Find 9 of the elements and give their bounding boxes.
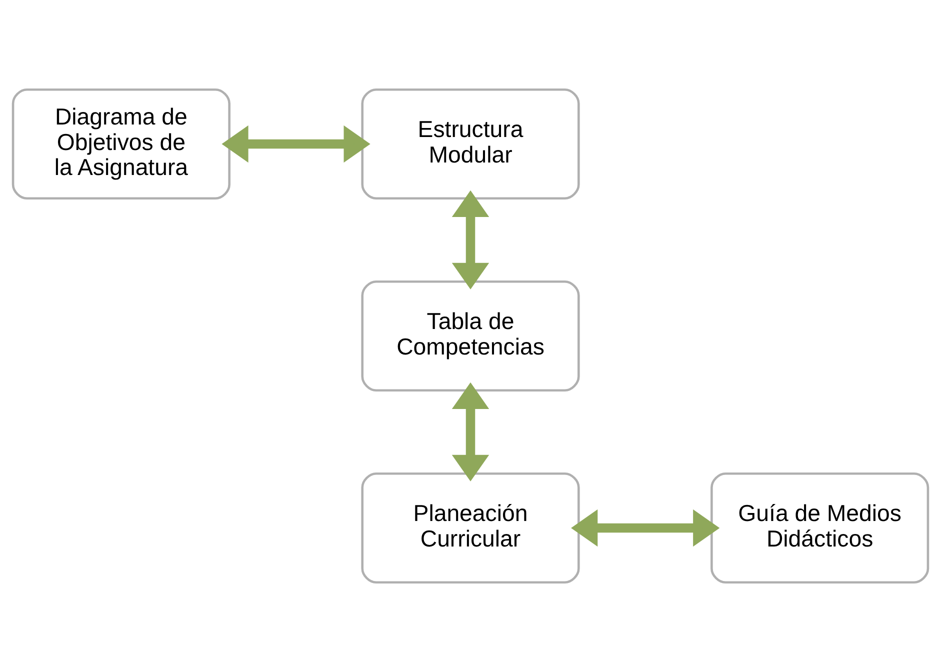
node-box: Tabla de Competencias: [361, 280, 580, 392]
node-box: Planeación Curricular: [361, 472, 580, 584]
node-box: Estructura Modular: [361, 88, 580, 200]
node-box: Diagrama de Objetivos de la Asignatura: [12, 88, 230, 200]
node-box: Guía de Medios Didácticos: [710, 472, 930, 584]
arrow: [571, 508, 720, 546]
arrow: [452, 190, 490, 289]
arrow: [452, 382, 490, 481]
arrow: [222, 124, 370, 162]
